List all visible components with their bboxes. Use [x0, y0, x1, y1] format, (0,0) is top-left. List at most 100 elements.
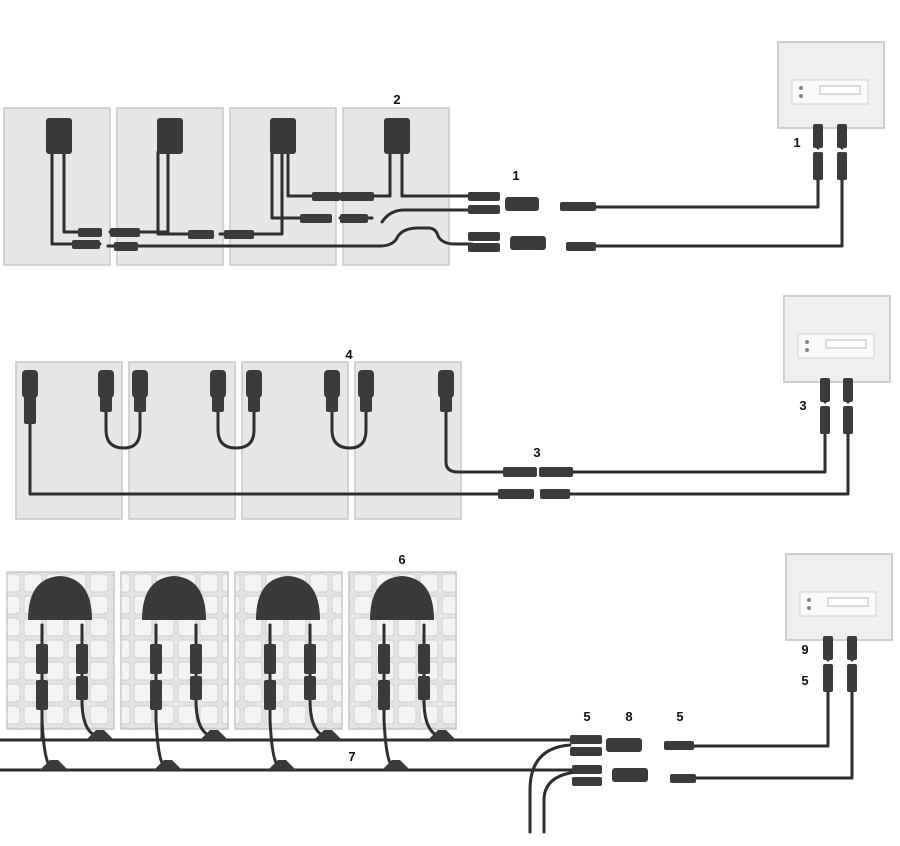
optimizer-box	[370, 576, 434, 620]
section-2: 4 3 3	[15, 295, 891, 520]
section-1-inverter	[777, 41, 885, 129]
mc4-connector	[264, 644, 276, 674]
cable-gland	[246, 370, 262, 398]
cable-gland	[324, 370, 340, 398]
tee-connector	[314, 730, 342, 740]
mc4-connector	[360, 396, 372, 412]
mc4-connector	[823, 664, 833, 692]
inverter-led	[799, 94, 803, 98]
section-3-connectors	[36, 636, 857, 786]
mc4-connector	[312, 192, 340, 201]
label-s3-top: 6	[398, 552, 405, 567]
mc4-connector	[76, 644, 88, 674]
label-s1-mid: 1	[512, 168, 519, 183]
inverter-slot	[827, 597, 869, 607]
cable	[568, 430, 850, 496]
mc4-connector	[570, 747, 602, 756]
junction-box	[157, 118, 183, 154]
inverter-slot	[825, 339, 867, 349]
cable	[156, 150, 202, 236]
mc4-connector	[503, 467, 537, 477]
mc4-connector	[847, 664, 857, 692]
mc4-connector	[570, 735, 602, 744]
mc4-connector	[340, 192, 374, 201]
mc4-connector	[76, 676, 88, 700]
cable	[106, 226, 474, 248]
cable-gland	[438, 370, 454, 398]
mc4-connector	[820, 378, 830, 402]
tee-connector	[382, 760, 410, 770]
label-s1-inv: 1	[793, 135, 800, 150]
optimizer-box	[28, 576, 92, 620]
mc4-connector	[36, 644, 48, 674]
cable	[588, 178, 820, 209]
cable	[28, 418, 502, 496]
tee-connector	[428, 730, 456, 740]
tee-connector	[268, 760, 296, 770]
section-1-junction-boxes	[46, 118, 410, 154]
mc4-connector	[843, 378, 853, 402]
label-s1-top: 2	[393, 92, 400, 107]
mc4-connector	[847, 636, 857, 660]
branch-connector	[606, 738, 642, 752]
mc4-connector	[264, 680, 276, 710]
mc4-connector	[837, 124, 847, 148]
mc4-connector	[150, 680, 162, 710]
cable	[286, 150, 314, 198]
cable	[216, 408, 256, 450]
mc4-connector	[843, 406, 853, 434]
cable-gland	[210, 370, 226, 398]
cable-gland	[132, 370, 148, 398]
section-2-connectors	[22, 370, 853, 499]
mc4-connector	[813, 152, 823, 180]
mc4-connector	[340, 214, 368, 223]
section-3-inverter	[785, 553, 893, 641]
cable	[444, 408, 507, 474]
branch-connector	[612, 768, 648, 782]
mc4-connector	[110, 228, 140, 237]
mc4-connector	[820, 406, 830, 434]
inverter-slot	[819, 85, 861, 95]
label-s3-trunk: 7	[348, 749, 355, 764]
inverter-led	[805, 348, 809, 352]
inverter-led	[805, 340, 809, 344]
mc4-connector	[190, 644, 202, 674]
mc4-connector	[468, 192, 500, 201]
mc4-connector	[190, 676, 202, 700]
mc4-connector	[378, 680, 390, 710]
cable	[380, 208, 472, 224]
mc4-connector	[670, 774, 696, 783]
cable-gland	[22, 370, 38, 398]
cable	[270, 150, 302, 220]
inverter-led	[799, 86, 803, 90]
cable	[104, 408, 142, 450]
junction-box	[46, 118, 72, 154]
branch-connector	[510, 236, 546, 250]
mc4-connector	[100, 396, 112, 412]
junction-box	[384, 118, 410, 154]
mc4-connector	[134, 396, 146, 412]
cable	[568, 430, 827, 474]
mc4-connector	[468, 232, 500, 241]
mc4-connector	[468, 243, 500, 252]
mc4-connector	[304, 676, 316, 700]
mc4-connector	[78, 228, 102, 237]
tee-connector	[154, 760, 182, 770]
label-s3-inv-b: 5	[801, 673, 808, 688]
trunk-cable	[528, 743, 572, 834]
mc4-connector	[572, 765, 602, 774]
mc4-connector	[36, 680, 48, 710]
mc4-connector	[114, 242, 138, 251]
cable	[330, 408, 368, 450]
label-s3-conn-a: 5	[583, 709, 590, 724]
mc4-connector	[539, 467, 573, 477]
optimizer-box	[256, 576, 320, 620]
tee-connector	[40, 760, 68, 770]
mc4-connector	[572, 777, 602, 786]
mc4-connector	[378, 644, 390, 674]
branch-connector	[505, 197, 539, 211]
mc4-connector	[566, 242, 596, 251]
mc4-connector	[188, 230, 214, 239]
mc4-connector	[837, 152, 847, 180]
